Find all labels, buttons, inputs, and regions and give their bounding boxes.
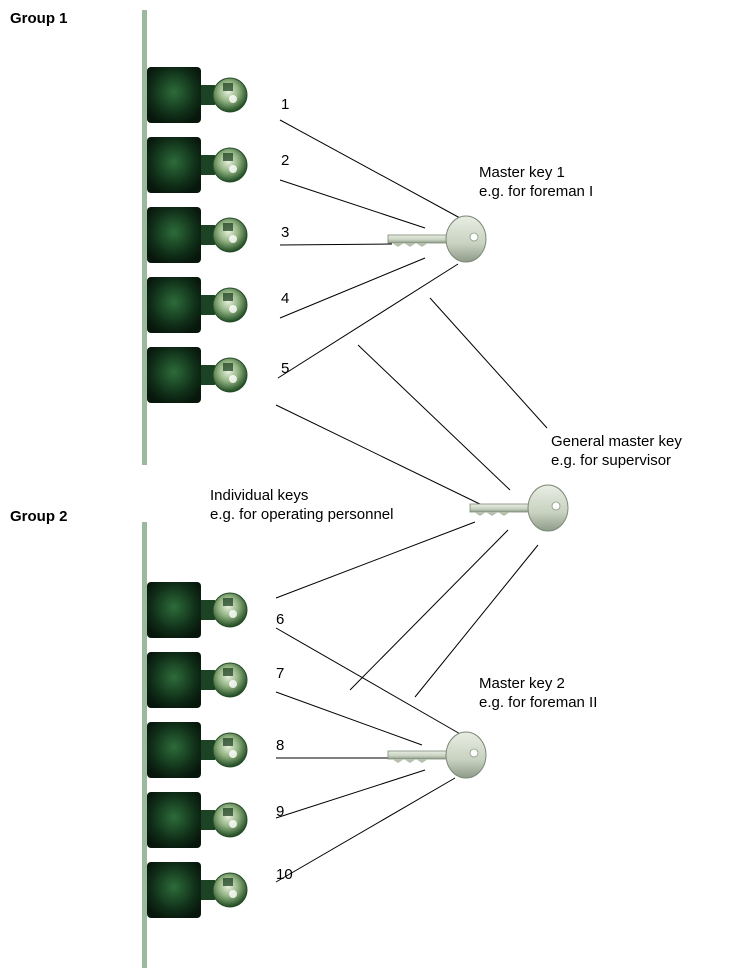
master-key-2-icon: [387, 731, 487, 779]
general-master-key-subtitle: e.g. for supervisor: [551, 452, 672, 469]
lock-number-2: 2: [281, 152, 290, 169]
lock-number-1: 1: [281, 96, 290, 113]
lock-number-5: 5: [281, 360, 290, 377]
general-master-key-icon: [469, 484, 569, 532]
lock-number-8: 8: [276, 737, 285, 754]
master-key-1-title: Master key 1: [479, 164, 565, 181]
lock-number-3: 3: [281, 224, 290, 241]
general-master-key-title: General master key: [551, 433, 682, 450]
individual-keys-title: Individual keys: [210, 487, 309, 504]
master-key-2-title: Master key 2: [479, 675, 565, 692]
master-key-1-subtitle: e.g. for foreman I: [479, 183, 594, 200]
general-master-key-label: General master key e.g. for supervisor: [551, 432, 682, 470]
individual-keys-label: Individual keys e.g. for operating perso…: [210, 486, 393, 524]
lock-number-7: 7: [276, 665, 285, 682]
group-2-label: Group 2: [10, 508, 68, 525]
master-key-1-icon: [387, 215, 487, 263]
group-1-label: Group 1: [10, 10, 68, 27]
lock-5: [146, 346, 248, 404]
lock-1: [146, 66, 248, 124]
master-key-2-label: Master key 2 e.g. for foreman II: [479, 674, 597, 712]
lock-3: [146, 206, 248, 264]
lock-7: [146, 651, 248, 709]
lock-number-6: 6: [276, 611, 285, 628]
lock-number-9: 9: [276, 803, 285, 820]
lock-10: [146, 861, 248, 919]
rail-group-2: [142, 522, 147, 968]
lock-number-4: 4: [281, 290, 290, 307]
rail-group-1: [142, 10, 147, 465]
lock-9: [146, 791, 248, 849]
master-key-1-label: Master key 1 e.g. for foreman I: [479, 163, 593, 201]
lock-2: [146, 136, 248, 194]
lock-8: [146, 721, 248, 779]
lock-number-10: 10: [276, 866, 293, 883]
individual-keys-subtitle: e.g. for operating personnel: [210, 506, 394, 523]
lock-6: [146, 581, 248, 639]
master-key-2-subtitle: e.g. for foreman II: [479, 694, 598, 711]
lock-4: [146, 276, 248, 334]
connector-lines: [275, 119, 548, 883]
